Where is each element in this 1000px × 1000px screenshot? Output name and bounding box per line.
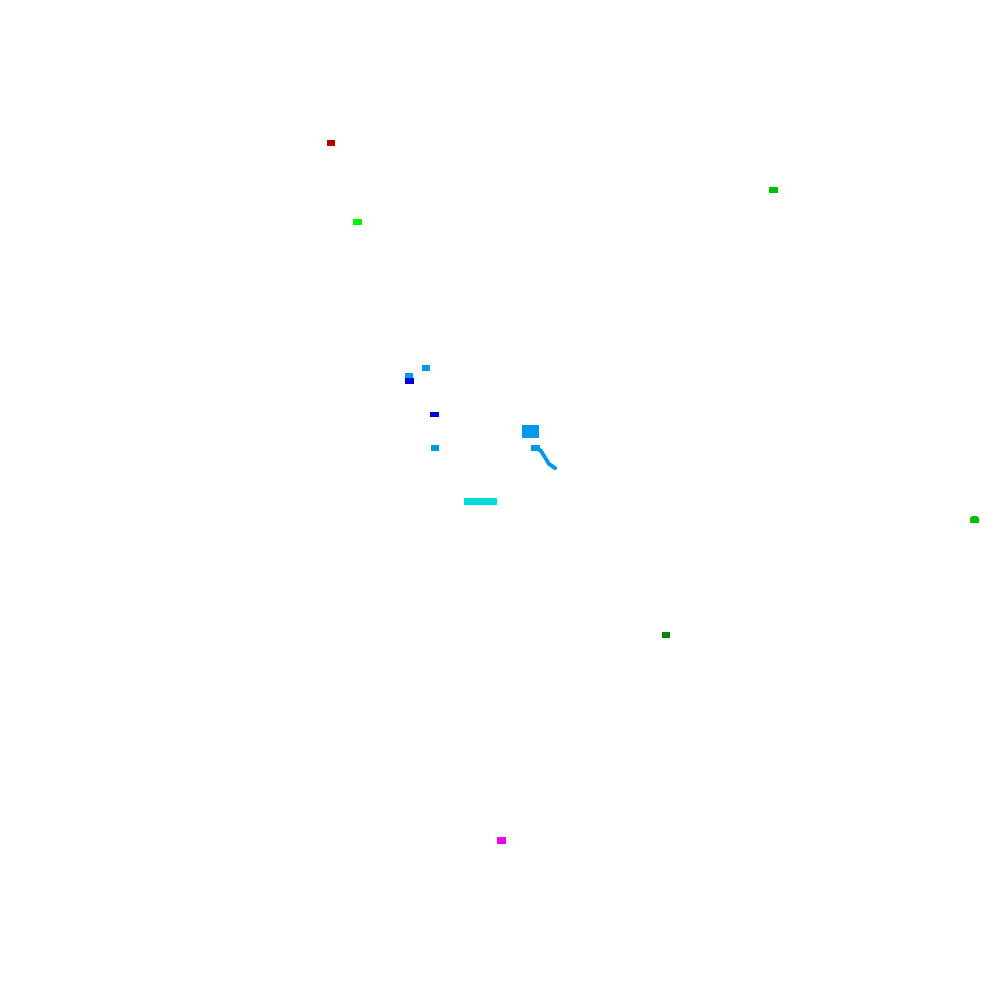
- dark-green-marker: [662, 632, 670, 638]
- lime-marker: [353, 219, 362, 225]
- blue-block: [522, 425, 539, 438]
- blue-marker: [431, 445, 439, 451]
- blue-marker: [405, 373, 413, 378]
- red-marker: [327, 140, 335, 146]
- green-marker: [970, 516, 979, 523]
- green-marker: [769, 187, 778, 193]
- blue-stroke: [535, 446, 557, 470]
- dark-blue-marker: [430, 412, 439, 417]
- blue-marker: [531, 445, 540, 451]
- dark-blue-marker: [405, 378, 414, 384]
- magenta-marker: [497, 837, 506, 844]
- blue-marker: [422, 365, 430, 371]
- cyan-bar: [464, 498, 497, 505]
